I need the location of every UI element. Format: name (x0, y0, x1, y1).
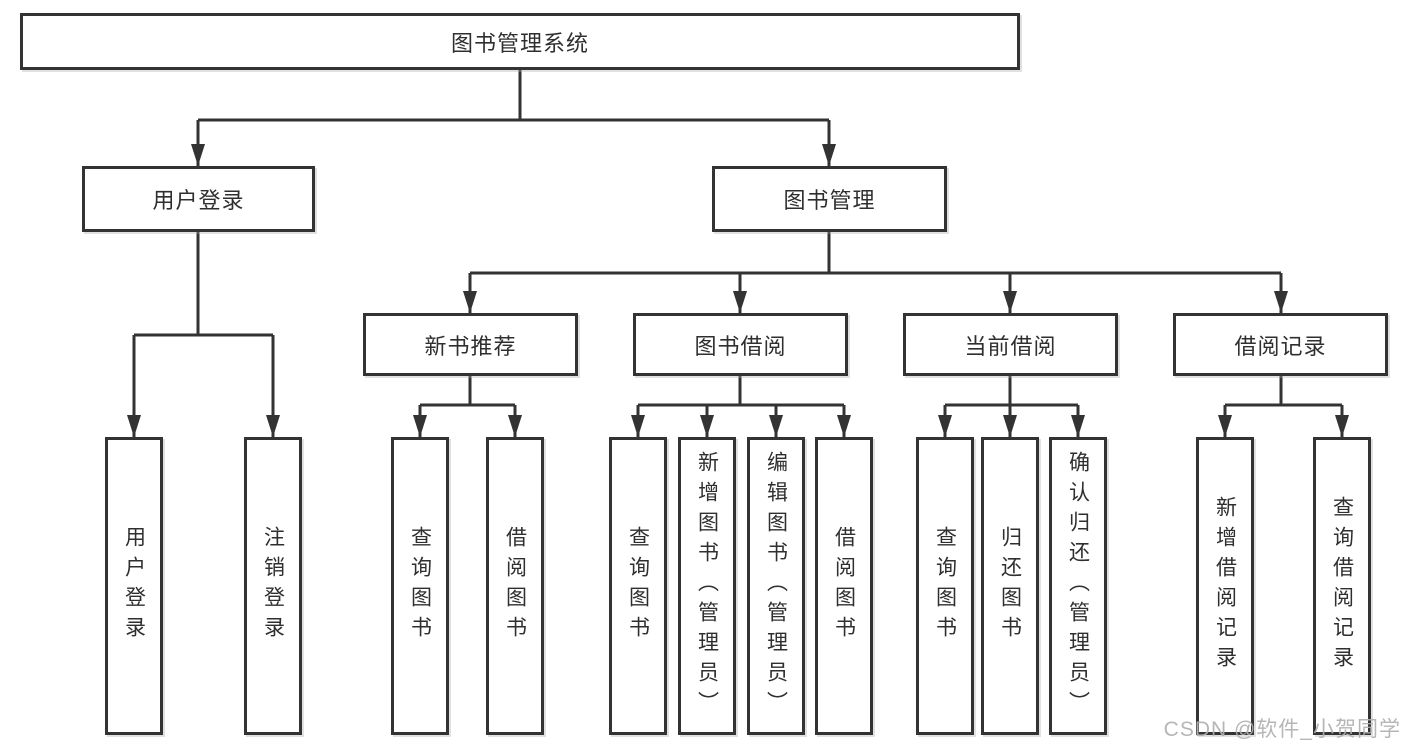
node-return-books: 归还图书 (981, 437, 1039, 735)
node-borrow-books-leaf: 借阅图书 (815, 437, 873, 735)
node-query-borrow-record: 查询借阅记录 (1313, 437, 1371, 735)
node-user-login-leaf: 用户登录 (105, 437, 163, 735)
csdn-watermark: CSDN @软件_小贺同学 (1163, 718, 1401, 741)
node-book-management: 图书管理 (712, 166, 947, 232)
node-new-book-recommendation: 新书推荐 (363, 313, 578, 376)
node-current-borrowing: 当前借阅 (903, 313, 1118, 376)
node-logout-leaf: 注销登录 (244, 437, 302, 735)
node-borrow-books-recommend: 借阅图书 (486, 437, 544, 735)
node-query-books-recommend: 查询图书 (391, 437, 449, 735)
node-query-books-borrowing: 查询图书 (609, 437, 667, 735)
node-library-management-system: 图书管理系统 (20, 13, 1020, 70)
node-borrowing-records: 借阅记录 (1173, 313, 1388, 376)
node-edit-books-admin: 编辑图书（管理员） (747, 437, 805, 735)
connector-rails (134, 70, 1342, 407)
node-query-books-current: 查询图书 (916, 437, 974, 735)
node-add-borrow-record: 新增借阅记录 (1196, 437, 1254, 735)
node-book-borrowing: 图书借阅 (633, 313, 848, 376)
node-user-login: 用户登录 (82, 166, 315, 232)
node-confirm-return-admin: 确认归还（管理员） (1049, 437, 1107, 735)
node-add-books-admin: 新增图书（管理员） (678, 437, 736, 735)
